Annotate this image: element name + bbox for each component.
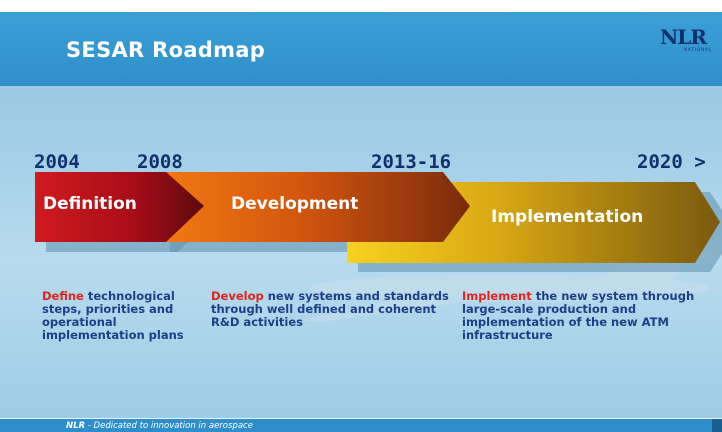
phase-label-development: Development <box>231 194 359 214</box>
definition-arrow <box>35 172 204 242</box>
slide-title: SESAR Roadmap <box>66 38 266 62</box>
logo-subtext: NATIONAL <box>684 47 713 52</box>
year-2020: 2020 > <box>637 151 706 173</box>
footer-tagline: - Dedicated to innovation in aerospace <box>85 421 253 431</box>
implementation-text: the new system through large-scale produ… <box>462 289 695 342</box>
footer-corner <box>712 419 722 432</box>
footer-brand: NLR <box>66 421 86 431</box>
phase-label-definition: Definition <box>43 194 137 214</box>
implementation-description: Implement the new system through large-s… <box>462 290 697 342</box>
definition-keyword: Define <box>42 289 84 303</box>
development-text: new systems and standards through well d… <box>211 289 449 329</box>
implementation-keyword: Implement <box>462 289 532 303</box>
definition-description: Define technological steps, priorities a… <box>42 290 202 342</box>
development-description: Develop new systems and standards throug… <box>211 290 451 329</box>
phase-label-implementation: Implementation <box>491 207 644 227</box>
header-bar <box>0 12 722 86</box>
top-strip <box>0 0 722 12</box>
year-2004: 2004 <box>34 151 80 173</box>
development-arrow <box>158 172 470 242</box>
footer-text: NLR - Dedicated to innovation in aerospa… <box>66 419 253 432</box>
footer-bar: NLR - Dedicated to innovation in aerospa… <box>0 418 722 432</box>
development-keyword: Develop <box>211 289 264 303</box>
nlr-logo: NLR <box>660 25 707 49</box>
year-2013-16: 2013-16 <box>371 151 452 173</box>
year-2008: 2008 <box>137 151 183 173</box>
definition-text: technological steps, priorities and oper… <box>42 289 184 342</box>
